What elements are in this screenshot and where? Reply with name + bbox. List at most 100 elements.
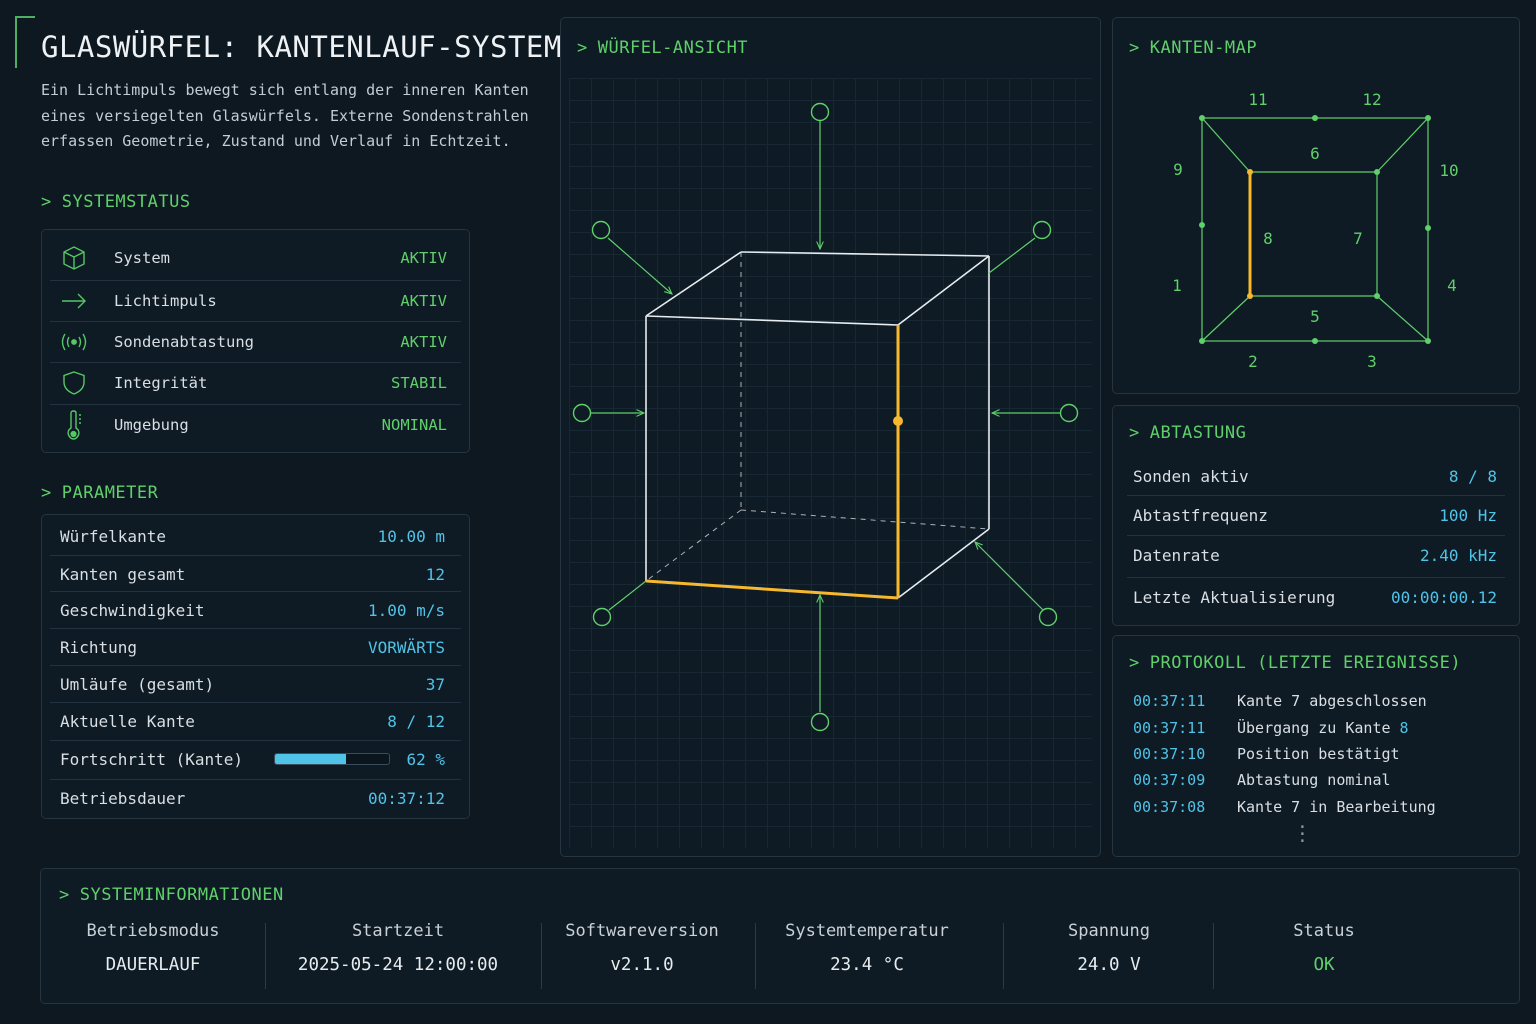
chevron-right-icon: > [1129,653,1140,673]
edge-label-1: 1 [1172,276,1182,295]
chevron-right-icon: > [1129,38,1140,58]
status-ok-value: OK [1313,955,1335,975]
edge-map-title: >KANTEN-MAP [1129,38,1258,58]
status-value: AKTIV [400,249,447,267]
page-description: Ein Lichtimpuls bewegt sich entlang der … [41,81,529,150]
sampling-row: Letzte Aktualisierung 00:00:00.12 [1127,577,1505,617]
parameter-section-title: >PARAMETER [41,483,159,503]
edge-label-10: 10 [1439,161,1458,180]
param-row: Aktuelle Kante 8 / 12 [50,702,461,739]
probe-beams [590,121,1061,712]
edge-label-12: 12 [1362,90,1381,109]
status-row-umgebung: Umgebung NOMINAL [50,404,461,444]
edge-progress-bar [274,753,391,765]
status-label: System [114,249,170,267]
light-pulse-marker [893,416,903,426]
chevron-right-icon: > [59,885,70,905]
parameter-table: Würfelkante 10.00 m Kanten gesamt 12 Ges… [41,514,470,819]
divider [755,923,756,989]
cube-visible-edges [645,251,990,599]
cube-diagram[interactable] [561,18,1101,857]
status-value: NOMINAL [381,415,447,434]
status-list: System AKTIV Lichtimpuls AKTIV Sondenabt… [41,229,470,453]
param-row: Richtung VORWÄRTS [50,628,461,665]
cube-view-title: >WÜRFEL-ANSICHT [577,38,749,58]
status-label: Umgebung [114,415,189,434]
param-row: Geschwindigkeit 1.00 m/s [50,591,461,628]
sampling-title: >ABTASTUNG [1129,423,1247,443]
header-corner-bracket [15,16,35,68]
edge-label-11: 11 [1248,90,1267,109]
protocol-title: >PROTOKOLL (LETZTE EREIGNISSE) [1129,653,1462,673]
cube-hidden-edges [645,252,990,582]
divider [265,923,266,989]
status-section-title: >SYSTEMSTATUS [41,192,191,212]
thermometer-icon [50,409,98,440]
sampling-row: Datenrate 2.40 kHz [1127,535,1505,575]
status-row-lichtimpuls: Lichtimpuls AKTIV [50,280,461,320]
param-row: Umläufe (gesamt) 37 [50,665,461,702]
status-row-integritaet: Integrität STABIL [50,362,461,402]
divider [541,923,542,989]
edge-map-diagram[interactable]: 1 2 3 4 5 6 7 8 9 10 11 12 [1113,18,1521,395]
edge-label-3: 3 [1367,352,1377,371]
status-label: Lichtimpuls [114,291,217,310]
edge-progress-fill [275,754,347,764]
cube-view-panel: >WÜRFEL-ANSICHT [560,17,1101,857]
probe-emitters [572,102,1079,732]
param-row: Fortschritt (Kante) 62 % [50,740,461,777]
edge-label-8: 8 [1263,229,1273,248]
status-row-system: System AKTIV [50,238,461,278]
edge-map-nodes [1199,115,1431,344]
chevron-right-icon: > [41,483,52,503]
status-value: AKTIV [400,291,447,310]
system-info-title: >SYSTEMINFORMATIONEN [59,885,284,905]
param-row: Würfelkante 10.00 m [60,527,445,546]
edge-label-5: 5 [1310,307,1320,326]
edge-map-active-nodes [1247,169,1253,299]
param-row: Betriebsdauer 00:37:12 [50,779,461,816]
sampling-row: Abtastfrequenz 100 Hz [1127,495,1505,535]
edge-label-2: 2 [1248,352,1258,371]
chevron-right-icon: > [577,38,588,58]
status-label: Integrität [114,373,208,392]
status-value: STABIL [391,373,447,392]
sampling-row: Sonden aktiv 8 / 8 [1133,466,1497,486]
edge-label-6: 6 [1310,144,1320,163]
edge-map-panel: >KANTEN-MAP 1 2 3 4 5 [1112,17,1520,394]
page-title: GLASWÜRFEL: KANTENLAUF-SYSTEM [41,30,562,64]
status-row-sondenabtastung: Sondenabtastung AKTIV [50,321,461,361]
shield-icon [50,370,98,396]
cube-active-edges [645,325,900,600]
edge-map-labels: 1 2 3 4 5 6 7 8 9 10 11 12 [1172,90,1458,371]
arrow-right-icon [50,291,98,311]
edge-label-4: 4 [1447,276,1457,295]
param-row: Kanten gesamt 12 [50,555,461,592]
broadcast-icon [50,330,98,354]
chevron-right-icon: > [1129,423,1140,443]
edge-label-7: 7 [1353,229,1363,248]
divider [1003,923,1004,989]
status-value: AKTIV [400,332,447,351]
cube-grid-background [569,78,1092,848]
divider [1213,923,1214,989]
cube-icon [50,245,98,271]
status-label: Sondenabtastung [114,332,254,351]
chevron-right-icon: > [41,192,52,212]
sampling-panel: >ABTASTUNG Sonden aktiv 8 / 8 Abtastfreq… [1112,405,1520,626]
more-options-icon[interactable]: ··· [1297,817,1308,852]
edge-label-9: 9 [1173,160,1183,179]
